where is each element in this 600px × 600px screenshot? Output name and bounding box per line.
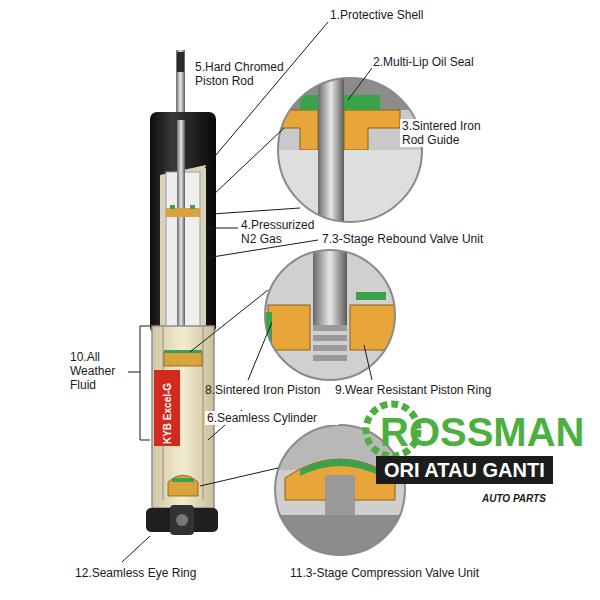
- watermark: AUTO PARTS: [482, 493, 546, 505]
- part-label: 5.Hard Chromed Piston Rod: [195, 60, 295, 88]
- part-label: 6.Seamless Cylinder: [205, 411, 339, 425]
- part-label: 3.Sintered Iron Rod Guide: [400, 119, 496, 147]
- part-label: 10.All Weather Fluid: [70, 350, 128, 392]
- part-label: 12.Seamless Eye Ring: [75, 566, 235, 580]
- part-label: 8.Sintered Iron Piston: [205, 383, 335, 397]
- part-label: 11.3-Stage Compression Valve Unit: [290, 566, 510, 580]
- watermark: ORI ATAU GANTI: [376, 456, 553, 484]
- watermark: ROSSMAN: [380, 410, 584, 454]
- part-label: 1.Protective Shell: [330, 8, 490, 22]
- part-label: 7.3-Stage Rebound Valve Unit: [322, 232, 522, 246]
- part-label: 2.Multi-Lip Oil Seal: [373, 55, 533, 69]
- brand-text: KYB: [162, 421, 173, 447]
- part-label: 4.Pressurized N2 Gas: [241, 218, 323, 246]
- part-label: 9.Wear Resistant Piston Ring: [335, 383, 515, 397]
